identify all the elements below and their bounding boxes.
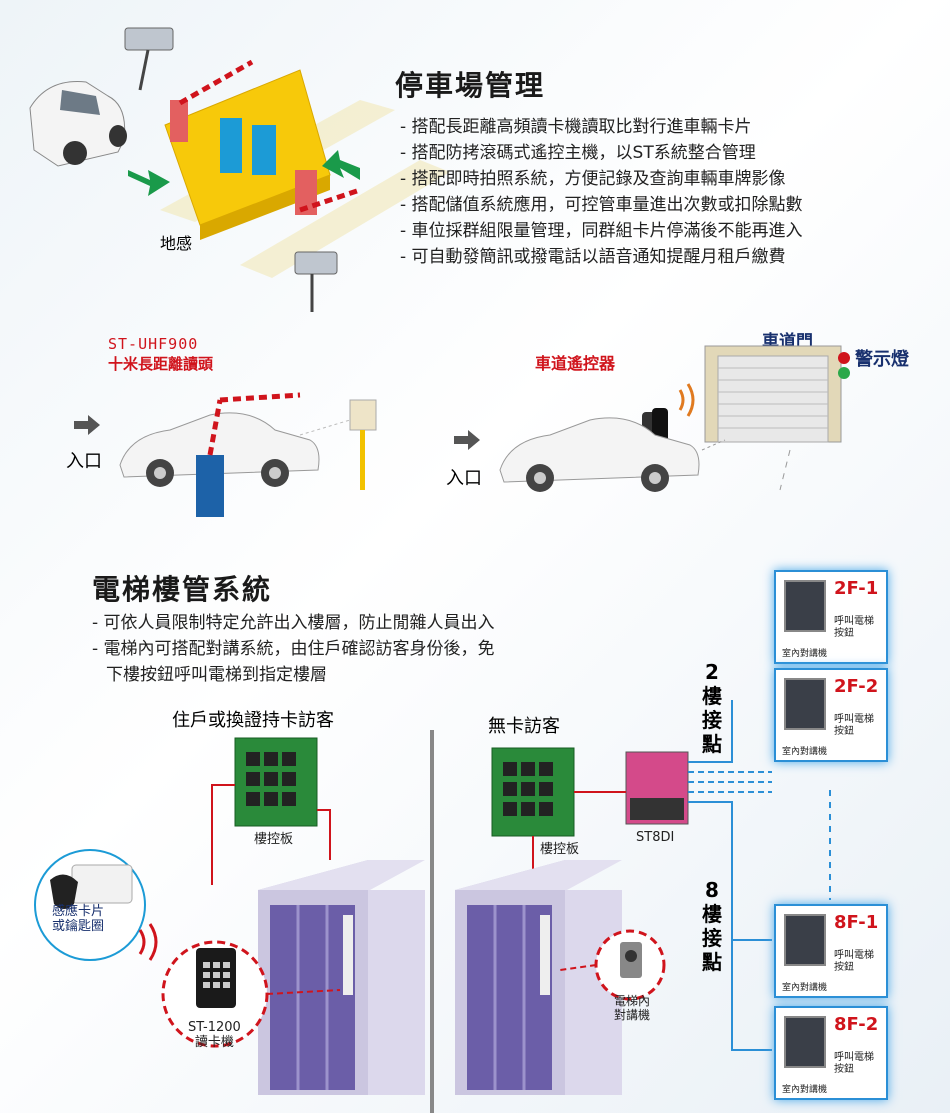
floor-label: 8F-2 <box>834 1014 879 1035</box>
call-line: 呼叫電梯 <box>834 950 874 961</box>
indoor-intercom-label: 室內對講機 <box>782 1085 828 1095</box>
vertical-char: 2 <box>705 660 719 684</box>
elevator-bullet: - 可依人員限制特定允許出入樓層，防止閒雜人員出入 <box>92 613 495 633</box>
floor-label: 2F-1 <box>834 578 879 599</box>
warning-light-label: 警示燈 <box>855 349 909 370</box>
intercom-screen <box>784 580 826 632</box>
entrance-right-label: 入口 <box>446 468 482 489</box>
elevator-bullet: - 電梯內可搭配對講系統，由住戶確認訪客身份後，免 <box>92 639 495 659</box>
floor-2-contact-label: 2 樓 接 點 <box>702 660 722 756</box>
vertical-char: 點 <box>702 732 722 756</box>
parking-illustration <box>29 27 450 312</box>
parking-bullet: - 搭配儲值系統應用，可控管車量進出次數或扣除點數 <box>400 195 803 215</box>
uhf-reader-desc: 十米長距離讀頭 <box>108 355 214 373</box>
parking-bullet: - 搭配長距離高頻讀卡機讀取比對行進車輛卡片 <box>400 117 752 137</box>
entry-right-illustration <box>454 345 850 492</box>
call-line: 呼叫電梯 <box>834 616 874 627</box>
vertical-char: 樓 <box>702 902 722 926</box>
green-light <box>838 367 850 379</box>
floor-label: 2F-2 <box>834 676 879 697</box>
floor-8-contact-label: 8 樓 接 點 <box>702 878 722 974</box>
indoor-intercom-label: 室內對講機 <box>782 649 828 659</box>
floor-board-right-label: 樓控板 <box>540 842 580 857</box>
parking-bullet: - 車位採群組限量管理，同群組卡片停滿後不能再進入 <box>400 221 803 241</box>
parking-bullet: - 搭配即時拍照系統，方便記錄及查詢車輛車牌影像 <box>400 169 786 189</box>
intercom-screen <box>784 1016 826 1068</box>
call-line: 按鈕 <box>834 1064 854 1075</box>
call-line: 呼叫電梯 <box>834 714 874 725</box>
card-reader-model: ST-1200 <box>188 1020 241 1035</box>
call-line: 按鈕 <box>834 726 854 737</box>
indoor-intercom-panel: 2F-1 呼叫電梯按鈕 室內對講機 <box>774 570 888 664</box>
floor-board-left-label: 樓控板 <box>254 832 294 847</box>
right-column-header: 無卡訪客 <box>488 716 560 737</box>
call-elevator-button-label: 呼叫電梯按鈕 <box>834 950 874 974</box>
parking-bullet: - 搭配防拷滾碼式遙控主機，以ST系統整合管理 <box>400 143 756 163</box>
elevator-title: 電梯樓管系統 <box>92 573 273 606</box>
card-label-line: 感應卡片 <box>52 904 105 919</box>
left-column-header: 住戶或換證持卡訪客 <box>172 710 334 731</box>
call-elevator-button-label: 呼叫電梯按鈕 <box>834 1052 874 1076</box>
indoor-intercom-label: 室內對講機 <box>782 983 828 993</box>
vertical-char: 點 <box>702 950 722 974</box>
intercom-screen <box>784 914 826 966</box>
call-line: 按鈕 <box>834 628 854 639</box>
red-light <box>838 352 850 364</box>
parking-title: 停車場管理 <box>395 69 546 102</box>
vertical-char: 8 <box>705 878 719 902</box>
ground-sensor-label: 地感 <box>160 234 193 253</box>
call-line: 呼叫電梯 <box>834 1052 874 1063</box>
intercom-label-line: 對講機 <box>614 1008 651 1022</box>
indoor-intercom-panel: 2F-2 呼叫電梯按鈕 室內對講機 <box>774 668 888 762</box>
call-elevator-button-label: 呼叫電梯按鈕 <box>834 714 874 738</box>
elevator-diagram <box>34 700 831 1113</box>
st8di-label: ST8DI <box>636 830 675 845</box>
card-reader-desc: 讀卡機 <box>194 1035 234 1050</box>
floor-label: 8F-1 <box>834 912 879 933</box>
elevator-bullet-cont: 下樓按鈕呼叫電梯到指定樓層 <box>106 665 327 685</box>
call-elevator-button-label: 呼叫電梯按鈕 <box>834 616 874 640</box>
card-callout-label: 感應卡片 或鑰匙圈 <box>52 904 104 934</box>
elevator-bullets: - 可依人員限制特定允許出入樓層，防止閒雜人員出入 - 電梯內可搭配對講系統，由… <box>92 610 495 688</box>
parking-bullet: - 可自動發簡訊或撥電話以語音通知提醒月租戶繳費 <box>400 247 786 267</box>
card-label-line: 或鑰匙圈 <box>52 919 105 934</box>
vertical-char: 樓 <box>702 684 722 708</box>
uhf-reader-model: ST-UHF900 <box>108 335 199 353</box>
vertical-char: 接 <box>702 708 722 732</box>
entry-left-illustration <box>74 392 377 517</box>
indoor-intercom-panel: 8F-1 呼叫電梯按鈕 室內對講機 <box>774 904 888 998</box>
remote-label: 車道遙控器 <box>535 354 616 373</box>
parking-bullets: - 搭配長距離高頻讀卡機讀取比對行進車輛卡片 - 搭配防拷滾碼式遙控主機，以ST… <box>400 114 803 270</box>
intercom-callout-label: 電梯內 對講機 <box>614 994 650 1022</box>
vertical-char: 接 <box>702 926 722 950</box>
card-reader-callout-label: ST-1200 讀卡機 <box>188 1020 241 1050</box>
entrance-left-label: 入口 <box>66 451 102 472</box>
intercom-label-line: 電梯內 <box>614 994 651 1008</box>
indoor-intercom-panel: 8F-2 呼叫電梯按鈕 室內對講機 <box>774 1006 888 1100</box>
intercom-screen <box>784 678 826 730</box>
indoor-intercom-label: 室內對講機 <box>782 747 828 757</box>
call-line: 按鈕 <box>834 962 854 973</box>
